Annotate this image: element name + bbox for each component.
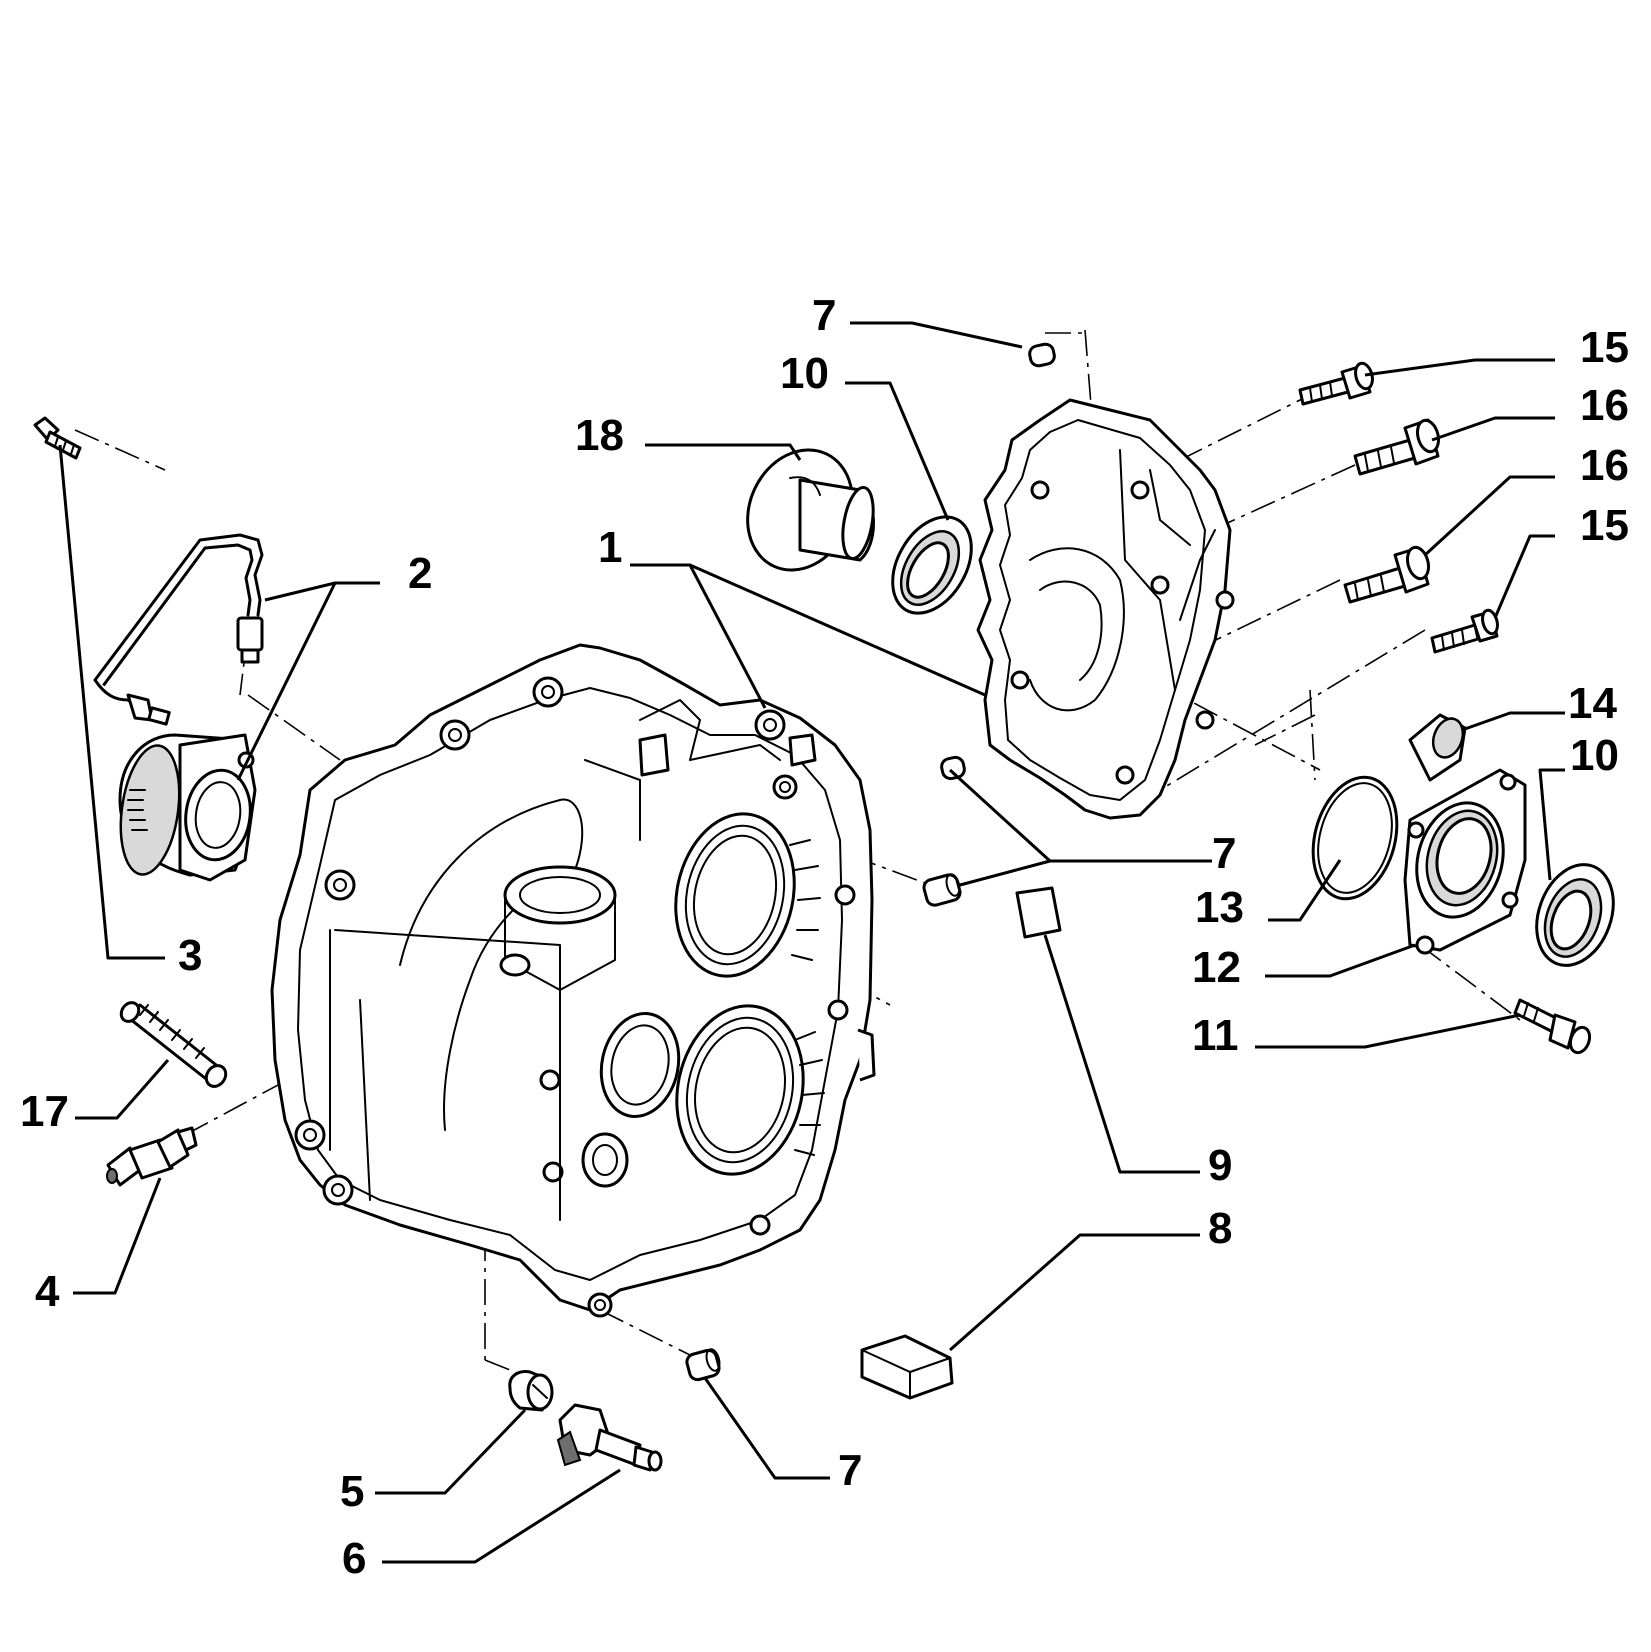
bushing [1408, 713, 1467, 782]
plug-5 [508, 1370, 554, 1412]
clutch-slave-cylinder [93, 533, 264, 882]
callout-numbers: 1 2 3 4 5 6 7 7 7 8 9 10 10 11 12 13 14 … [20, 291, 1629, 1583]
callout-10-top: 10 [780, 349, 829, 398]
callout-leader-lines [58, 321, 1565, 1564]
callout-4: 4 [35, 1267, 60, 1316]
callout-18: 18 [575, 411, 624, 460]
callout-7-bottom: 7 [838, 1446, 862, 1495]
rear-cover-housing [976, 398, 1235, 820]
callout-6: 6 [342, 1534, 366, 1583]
oil-seal-top [891, 515, 973, 615]
callout-16-top: 16 [1580, 381, 1629, 430]
stud-17 [119, 1001, 228, 1088]
housing-bolt-bosses [294, 676, 856, 1318]
dowel-pin-mid [922, 873, 962, 907]
bolt-11 [1513, 998, 1592, 1055]
reverse-light-switch [106, 1126, 198, 1187]
gasket-square [1015, 886, 1062, 939]
callout-17: 17 [20, 1087, 69, 1136]
callout-10-right: 10 [1570, 731, 1619, 780]
callout-5: 5 [340, 1467, 364, 1516]
dowel-pin-cover [940, 755, 966, 781]
bearing-cover-plate [1403, 768, 1527, 955]
main-gearbox-housing [270, 643, 876, 1318]
bolt-16-top [1353, 418, 1441, 476]
bolt-15-bottom [1430, 608, 1499, 654]
callout-9: 9 [1208, 1141, 1232, 1190]
callout-7-top: 7 [812, 291, 836, 340]
callout-11: 11 [1192, 1011, 1239, 1060]
callout-16-bottom: 16 [1580, 441, 1629, 490]
o-ring [1311, 775, 1399, 901]
callout-3: 3 [178, 931, 202, 980]
breather-cap [746, 448, 875, 572]
callout-15-bottom: 15 [1580, 501, 1629, 550]
callout-13: 13 [1195, 883, 1244, 932]
speed-sensor [556, 1403, 663, 1472]
dowel-pin-bottom [685, 1348, 721, 1382]
oil-seal-right [1535, 863, 1615, 967]
callout-2: 2 [408, 549, 432, 598]
callout-1: 1 [598, 523, 622, 572]
callout-15-top: 15 [1580, 323, 1629, 372]
dowel-pin-top [1028, 342, 1056, 368]
callout-7-mid: 7 [1212, 829, 1236, 878]
callout-12: 12 [1192, 943, 1241, 992]
callout-14: 14 [1568, 679, 1617, 728]
callout-8: 8 [1208, 1204, 1232, 1253]
gasket-pad [860, 1334, 954, 1400]
screw-3 [33, 416, 82, 460]
bolt-15-top [1298, 361, 1374, 406]
bolt-16-bottom [1343, 545, 1431, 604]
